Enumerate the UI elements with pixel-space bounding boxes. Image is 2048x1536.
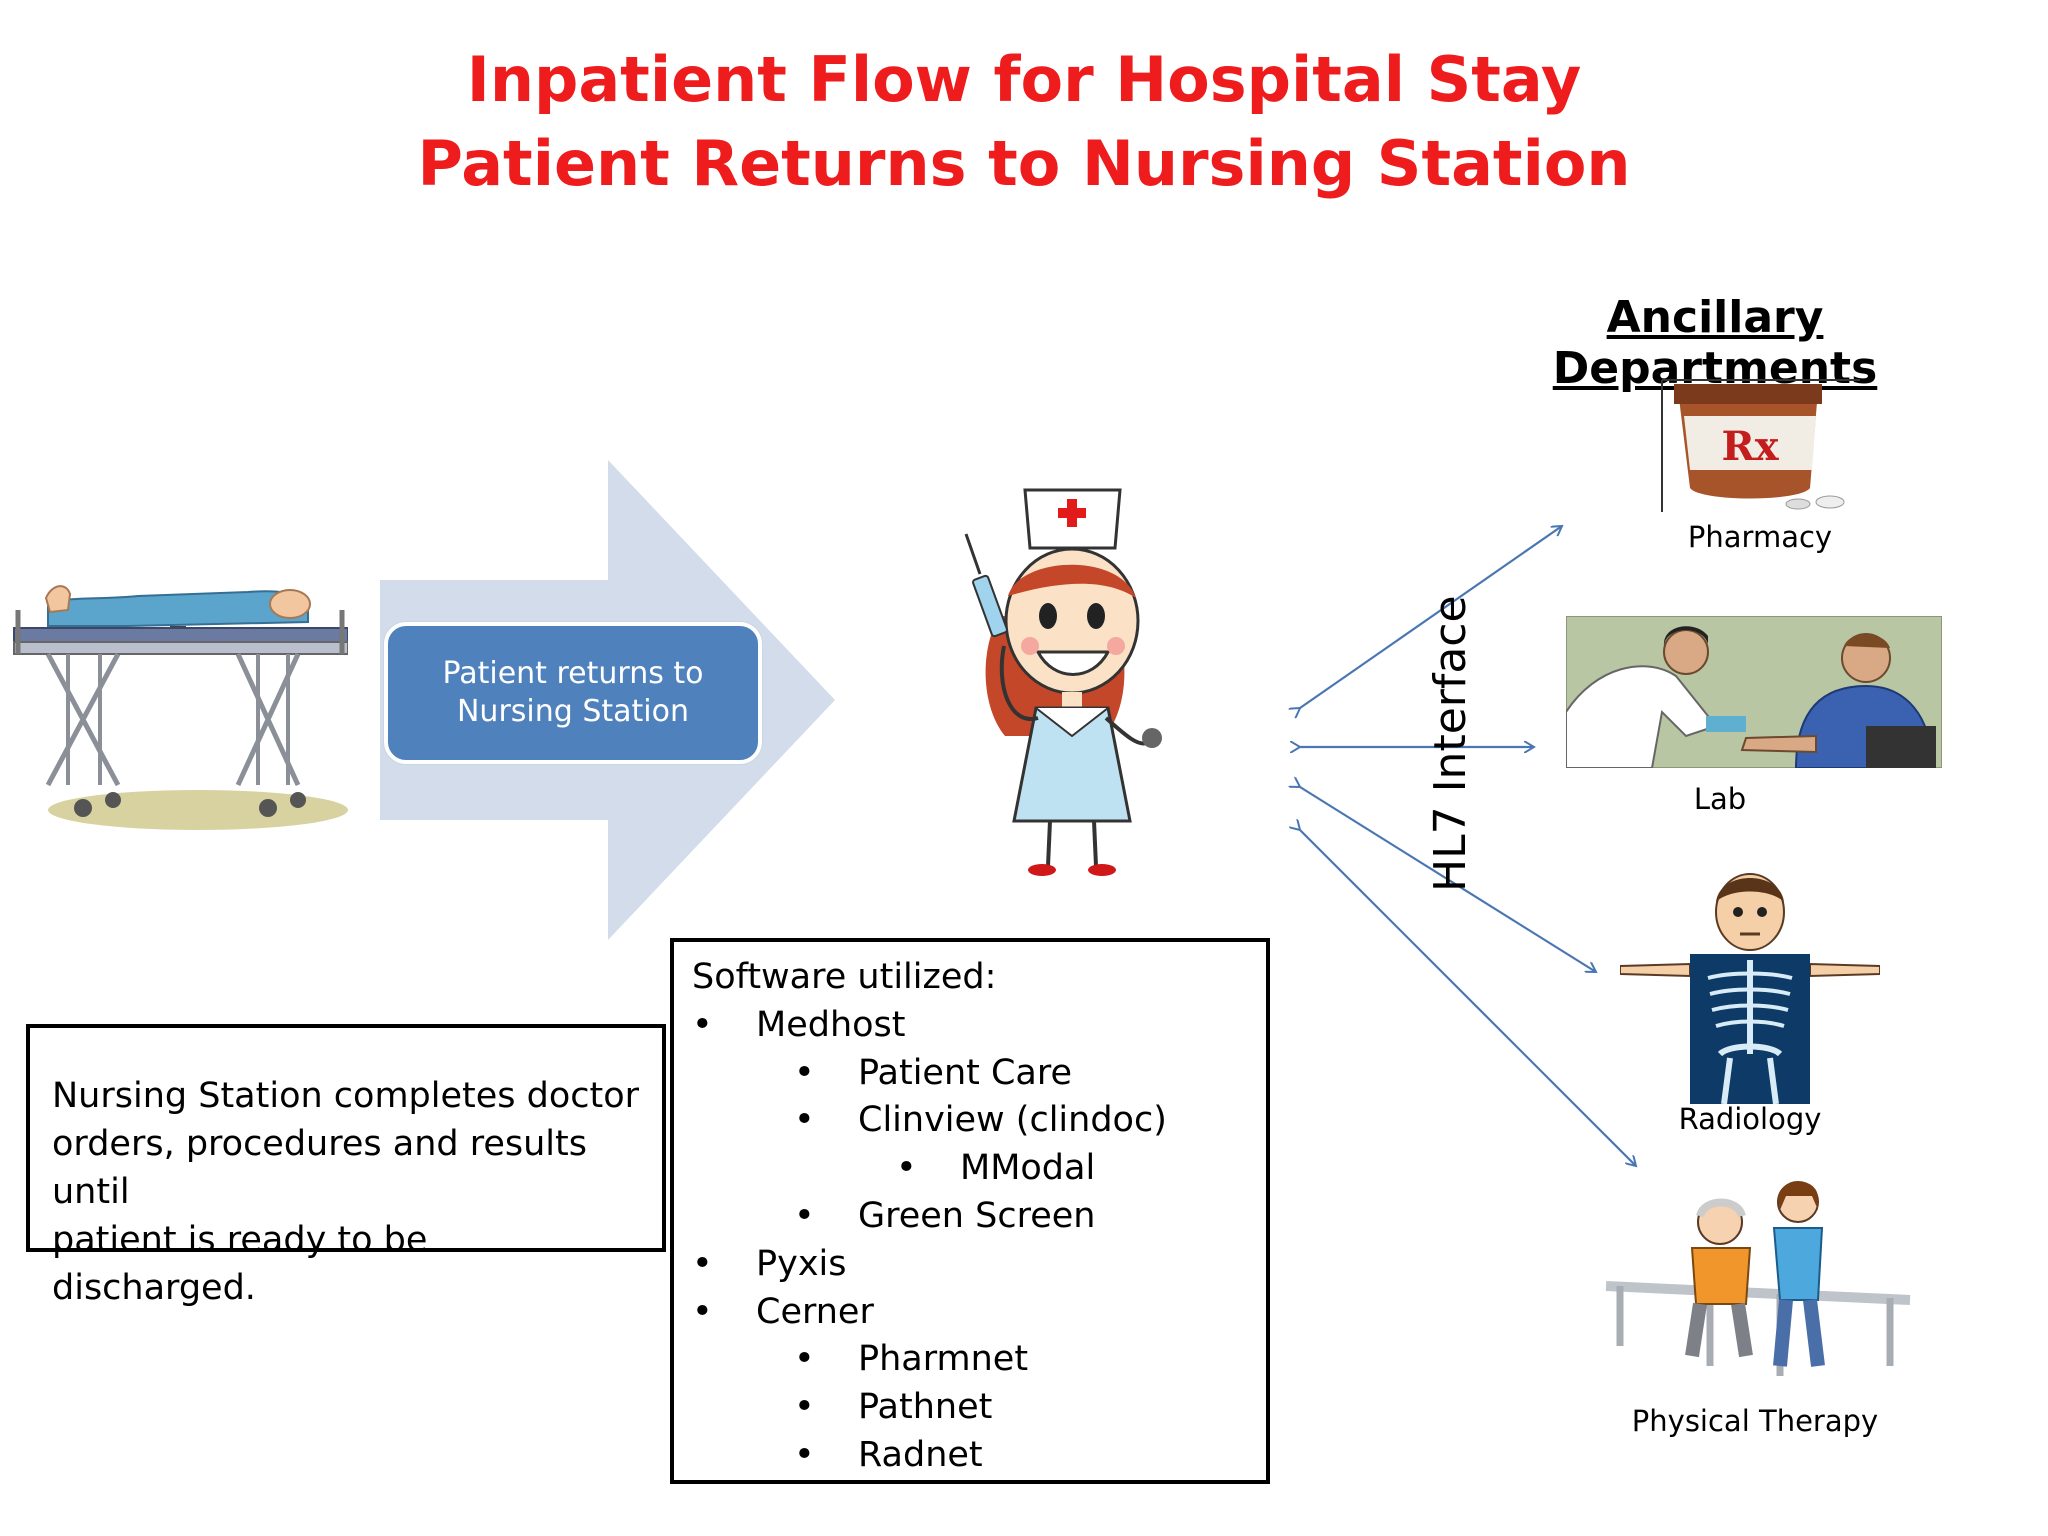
- software-list-item: • Pyxis: [692, 1241, 1248, 1289]
- list-bullet: •: [692, 1004, 713, 1045]
- rx-mark: Rx: [1721, 423, 1779, 470]
- dept-label-physical-therapy: Physical Therapy: [1631, 1404, 1879, 1438]
- page-title-line1: Inpatient Flow for Hospital Stay: [466, 43, 1582, 116]
- software-list-item: • Green Screen: [692, 1193, 1248, 1241]
- patient-on-stretcher-icon: [13, 585, 348, 830]
- software-list-item: • Medhost: [692, 1002, 1248, 1050]
- software-heading: Software utilized:: [692, 957, 997, 997]
- process-step-line1: Patient returns to: [442, 656, 704, 691]
- list-bullet: •: [692, 1291, 713, 1332]
- note-line3: patient is ready to be discharged.: [52, 1220, 428, 1308]
- list-bullet: •: [794, 1052, 815, 1093]
- software-item-label: Cerner: [756, 1291, 874, 1332]
- physical-therapy-icon: [1605, 1181, 1911, 1376]
- radiology-xray-icon: [1620, 873, 1880, 1104]
- software-list-item: • Pharmnet: [692, 1336, 1248, 1384]
- software-utilized-box: Software utilized: • Medhost • Patient Care…: [670, 938, 1270, 1484]
- software-item-label: Clinview (clindoc): [858, 1100, 1167, 1141]
- software-list-item: • Patient Care: [692, 1050, 1248, 1098]
- hl7-interface-label: HL7 Interface: [1425, 595, 1476, 892]
- software-list: • Medhost • Patient Care • Clinview (clindoc)…: [692, 1002, 1248, 1480]
- nursing-station-note-box: Nursing Station completes doctor orders,…: [26, 1024, 666, 1308]
- list-bullet: •: [794, 1387, 815, 1428]
- list-bullet: •: [794, 1195, 815, 1236]
- list-bullet: •: [794, 1100, 815, 1141]
- software-item-label: Patient Care: [858, 1052, 1073, 1093]
- software-list-item: • Clinview (clindoc): [692, 1097, 1248, 1145]
- software-item-label: Medhost: [756, 1004, 906, 1045]
- note-line2: orders, procedures and results until: [52, 1124, 587, 1212]
- nurse-with-syringe-icon: [964, 488, 1162, 876]
- dept-label-pharmacy: Pharmacy: [1687, 520, 1833, 554]
- list-bullet: •: [896, 1148, 917, 1189]
- software-item-label: Pathnet: [858, 1387, 993, 1428]
- software-list-item: • MModal: [692, 1145, 1248, 1193]
- ancillary-departments-heading: Ancillary Departments: [1552, 292, 1878, 394]
- software-list-item: • Pathnet: [692, 1384, 1248, 1432]
- software-item-label: Pyxis: [756, 1243, 847, 1284]
- process-step-line2: Nursing Station: [456, 694, 689, 729]
- lab-blood-draw-icon: [1566, 616, 1942, 768]
- software-list-item: • Radnet: [692, 1432, 1248, 1480]
- pharmacy-bottle-icon: Rx: [1661, 379, 1860, 512]
- note-line1: Nursing Station completes doctor: [52, 1076, 640, 1116]
- list-bullet: •: [794, 1434, 815, 1475]
- software-item-label: MModal: [960, 1148, 1096, 1189]
- software-list-item: • Cerner: [692, 1289, 1248, 1337]
- software-item-label: Radnet: [858, 1434, 983, 1475]
- list-bullet: •: [692, 1243, 713, 1284]
- page-title-line2: Patient Returns to Nursing Station: [417, 127, 1631, 200]
- software-item-label: Pharmnet: [858, 1339, 1029, 1380]
- dept-label-lab: Lab: [1693, 782, 1747, 816]
- software-item-label: Green Screen: [858, 1195, 1096, 1236]
- process-step-box: Patient returns to Nursing Station: [384, 622, 762, 764]
- list-bullet: •: [794, 1339, 815, 1380]
- dept-label-radiology: Radiology: [1678, 1102, 1822, 1136]
